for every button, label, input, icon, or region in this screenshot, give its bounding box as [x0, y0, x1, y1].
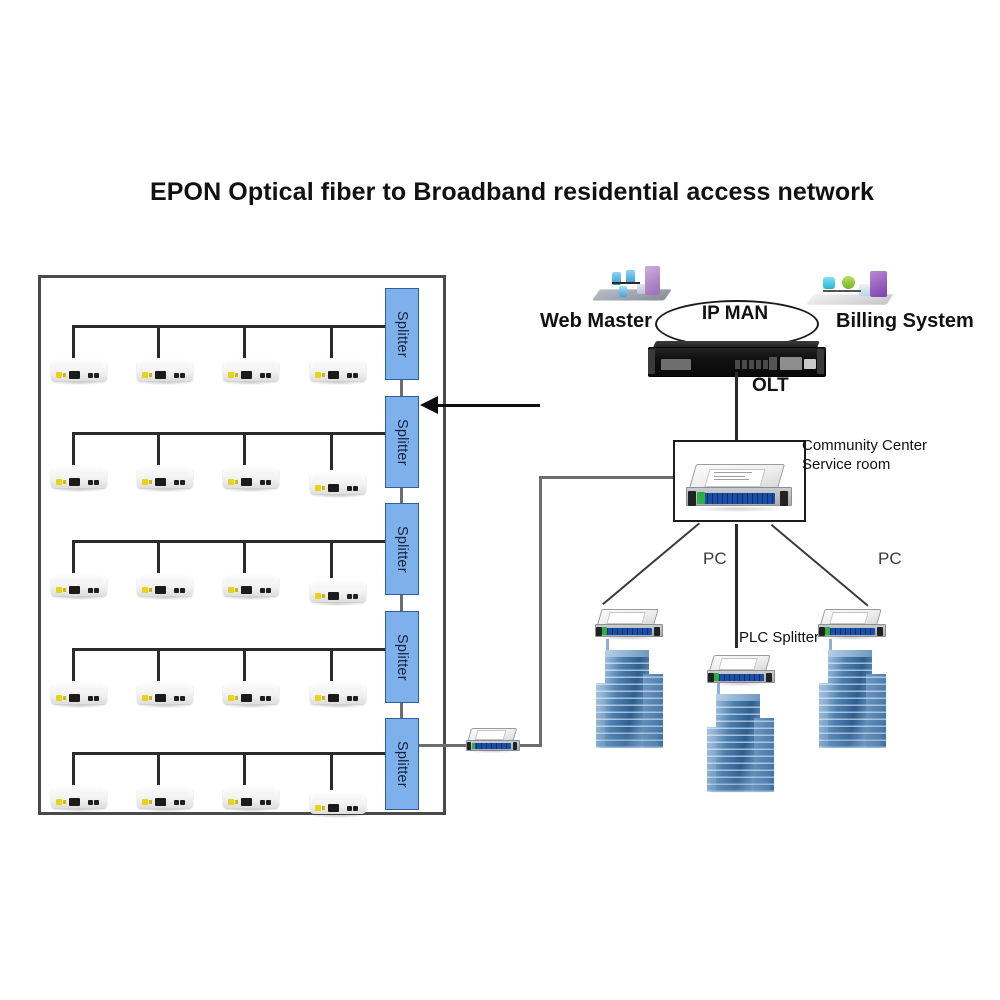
drop-line-r2c2 [157, 432, 160, 465]
drop-line-r4c2 [157, 648, 160, 681]
drop-line-r2c4 [330, 432, 333, 470]
drop-line-r4c1 [72, 648, 75, 681]
splitter-box-1[interactable]: Splitter [385, 288, 419, 380]
splitter-label-3: Splitter [394, 525, 410, 573]
trunk-seg-1-2 [400, 380, 403, 396]
onu-device[interactable] [306, 576, 368, 606]
drop-link-building-right [770, 524, 869, 607]
drop-line-r2c1 [72, 432, 75, 465]
feeder-line-to-community [539, 476, 675, 479]
feeder-line-vertical [539, 476, 542, 746]
plc-splitter-cassette-building-right[interactable] [818, 608, 886, 640]
drop-line-r3c2 [157, 540, 160, 573]
bus-line-row-4 [72, 648, 390, 651]
splitter-box-2[interactable]: Splitter [385, 396, 419, 488]
onu-device[interactable] [306, 468, 368, 498]
drop-line-r1c4 [330, 325, 333, 358]
onu-device[interactable] [47, 782, 109, 812]
onu-device[interactable] [47, 462, 109, 492]
onu-device[interactable] [133, 462, 195, 492]
trunk-seg-4-5 [400, 702, 403, 718]
pc-label-left: PC [703, 549, 727, 568]
drop-line-r5c3 [243, 752, 246, 785]
billing-system-label: Billing System [836, 310, 974, 332]
drop-line-r4c4 [330, 648, 333, 681]
billing-system-icon [806, 268, 894, 310]
community-center-label-line1: Community Center [802, 437, 928, 454]
drop-line-r1c3 [243, 325, 246, 358]
plc-splitter-cassette-feeder[interactable] [466, 727, 520, 753]
page-title: EPON Optical fiber to Broadband resident… [150, 178, 875, 206]
pointer-arrow-head [420, 396, 438, 414]
pc-label-right: PC [878, 549, 902, 568]
onu-device[interactable] [47, 570, 109, 600]
feeder-line-seg-a [419, 744, 471, 747]
residential-building-center [704, 682, 776, 808]
residential-building-right [816, 638, 888, 764]
olt-chassis[interactable] [648, 341, 826, 379]
drop-line-r2c3 [243, 432, 246, 465]
drop-link-building-center [735, 524, 738, 648]
onu-device[interactable] [47, 355, 109, 385]
drop-line-r5c4 [330, 752, 333, 790]
bus-line-row-2 [72, 432, 390, 435]
onu-device[interactable] [219, 570, 281, 600]
drop-line-r3c4 [330, 540, 333, 578]
onu-device[interactable] [47, 678, 109, 708]
drop-line-r3c1 [72, 540, 75, 573]
drop-line-r5c1 [72, 752, 75, 785]
residential-building-left [593, 638, 665, 764]
splitter-box-3[interactable]: Splitter [385, 503, 419, 595]
trunk-seg-3-4 [400, 595, 403, 611]
pointer-arrow-shaft [434, 404, 540, 407]
onu-device[interactable] [306, 355, 368, 385]
drop-line-r3c3 [243, 540, 246, 573]
bus-line-row-5 [72, 752, 390, 755]
plc-splitter-cassette-building-left[interactable] [595, 608, 663, 640]
trunk-seg-2-3 [400, 487, 403, 503]
feeder-line-seg-b [512, 744, 542, 747]
drop-line-r5c2 [157, 752, 160, 785]
splitter-label-1: Splitter [394, 310, 410, 358]
web-master-icon [592, 262, 672, 306]
drop-line-r1c2 [157, 325, 160, 358]
community-center-label-line2: Service room [802, 456, 891, 473]
onu-device[interactable] [133, 782, 195, 812]
plc-splitter-cassette-community[interactable] [686, 462, 792, 512]
splitter-box-5[interactable]: Splitter [385, 718, 419, 810]
plc-splitter-label: PLC Splitter [739, 629, 820, 646]
residential-access-enclosure [38, 275, 446, 815]
olt-label: OLT [752, 375, 789, 396]
onu-device[interactable] [306, 788, 368, 818]
plc-splitter-cassette-building-center[interactable] [707, 654, 775, 686]
onu-device[interactable] [219, 462, 281, 492]
drop-line-r4c3 [243, 648, 246, 681]
onu-device[interactable] [219, 678, 281, 708]
onu-device[interactable] [219, 782, 281, 812]
onu-device[interactable] [306, 678, 368, 708]
web-master-label: Web Master [540, 310, 652, 332]
onu-device[interactable] [133, 678, 195, 708]
splitter-box-4[interactable]: Splitter [385, 611, 419, 703]
drop-line-r1c1 [72, 325, 75, 358]
onu-device[interactable] [133, 570, 195, 600]
splitter-label-5: Splitter [394, 740, 410, 788]
splitter-label-2: Splitter [394, 418, 410, 466]
splitter-label-4: Splitter [394, 633, 410, 681]
olt-to-community-link [735, 372, 738, 442]
onu-device[interactable] [133, 355, 195, 385]
bus-line-row-1 [72, 325, 390, 328]
drop-link-building-left [602, 522, 700, 605]
onu-device[interactable] [219, 355, 281, 385]
ip-man-label: IP MAN [701, 303, 769, 324]
bus-line-row-3 [72, 540, 390, 543]
